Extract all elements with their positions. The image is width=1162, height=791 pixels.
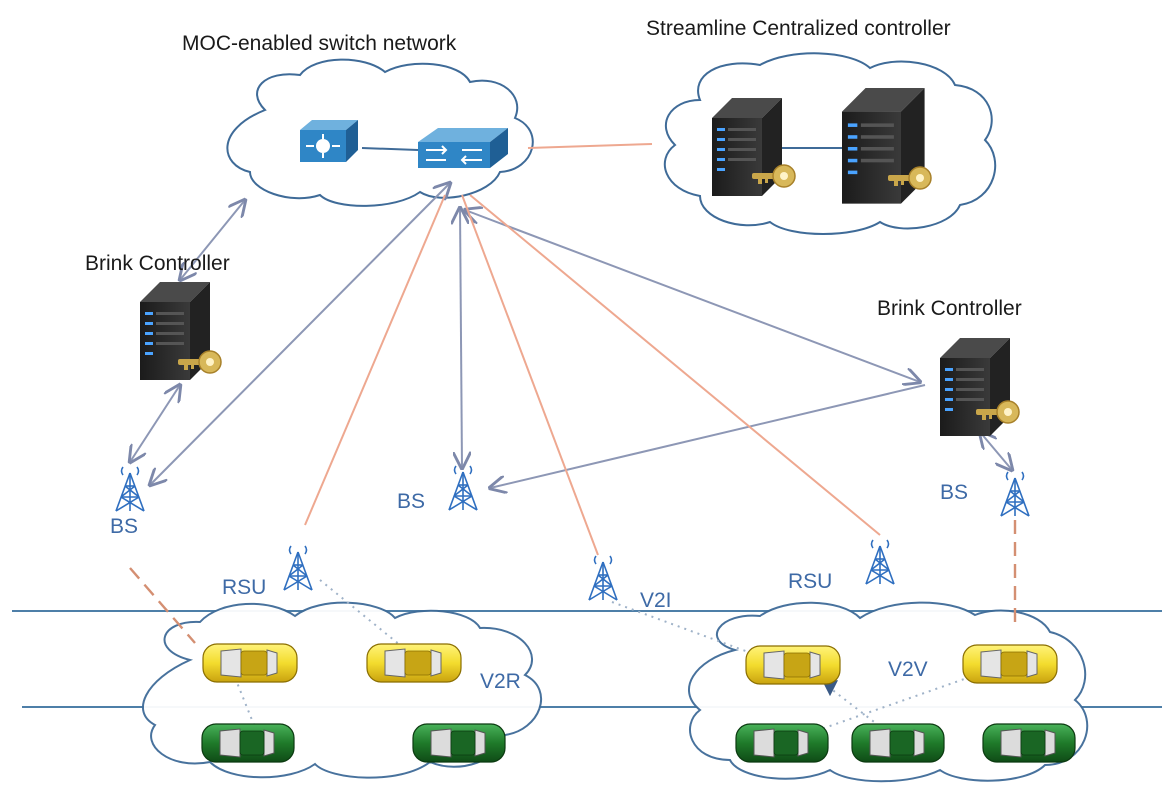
- rsu-right-label: RSU: [788, 570, 832, 593]
- car-icon: [201, 723, 295, 763]
- router-icon: [300, 120, 358, 162]
- link-switch-to-rsu-left: [304, 194, 446, 526]
- bs-right-label: BS: [940, 481, 968, 504]
- car-icon: [982, 723, 1076, 763]
- link-switch-to-v2i-tower: [461, 194, 599, 556]
- antenna-tower-icon: [1000, 471, 1030, 517]
- link-switch-to-bs-middle: [460, 208, 462, 468]
- v2r-label: V2R: [480, 670, 521, 693]
- car-icon: [202, 643, 298, 683]
- link-router-to-switch: [361, 147, 419, 151]
- car-icon: [851, 723, 945, 763]
- bs-left-label: BS: [110, 515, 138, 538]
- link-v2i-to-car: [611, 601, 771, 661]
- switch-icon: [418, 128, 508, 168]
- brink-controller-right-label: Brink Controller: [877, 297, 1022, 320]
- link-brink-right-to-bs-right: [980, 432, 1012, 470]
- switch-network-label: MOC-enabled switch network: [182, 32, 457, 55]
- server-icon: [940, 338, 1010, 436]
- car-icon: [735, 723, 829, 763]
- car-icon: [962, 644, 1058, 684]
- antenna-tower-icon: [115, 466, 145, 512]
- antenna-tower-icon: [588, 555, 618, 601]
- link-switch-to-bs-left: [150, 183, 450, 485]
- link-brink-right-to-bs-middle: [490, 384, 926, 488]
- link-switch-to-central: [527, 143, 653, 149]
- central-controller-label: Streamline Centralized controller: [646, 17, 951, 40]
- rsu-left-label: RSU: [222, 576, 266, 599]
- car-icon: [412, 723, 506, 763]
- link-switch-to-brink-right: [465, 210, 920, 382]
- antenna-tower-icon: [283, 545, 313, 591]
- antenna-tower-icon: [865, 539, 895, 585]
- car-icon: [745, 645, 841, 685]
- link-switch-to-rsu-right: [469, 194, 881, 536]
- v2v-label: V2V: [888, 658, 928, 681]
- brink-controller-left-label: Brink Controller: [85, 252, 230, 275]
- antenna-tower-icon: [448, 465, 478, 511]
- server-icon: [712, 98, 782, 196]
- link-bs-left-to-car: [129, 567, 196, 644]
- v2i-label: V2I: [640, 589, 672, 612]
- car-icon: [366, 643, 462, 683]
- link-brink-left-to-bs-left: [130, 385, 180, 462]
- bs-middle-label: BS: [397, 490, 425, 513]
- link-rsu-left-to-car-1: [319, 579, 401, 646]
